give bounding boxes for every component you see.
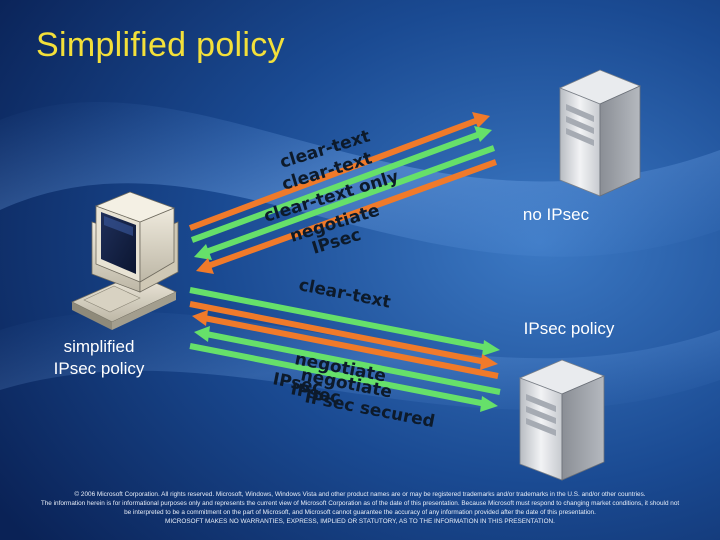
arrow-head-green-icon [194, 326, 210, 342]
server-top-icon [558, 69, 642, 197]
footer-line-4: MICROSOFT MAKES NO WARRANTIES, EXPRESS, … [165, 518, 555, 525]
client-label-line-2: IPsec policy [53, 359, 145, 378]
arrow-head-orange-icon [472, 112, 490, 128]
bottom-arrows [189, 287, 501, 412]
client-label: simplified IPsec policy [36, 336, 162, 380]
arrow-head-green-icon [482, 340, 500, 356]
slide-title: Simplified policy [36, 26, 285, 64]
arrow-head-green-icon [194, 244, 212, 260]
footer-line-3: be interpreted to be a commitment on the… [124, 509, 596, 516]
arrow-head-green-icon [480, 396, 498, 412]
server-bottom-label: IPsec policy [523, 319, 615, 338]
footer-line-1: © 2006 Microsoft Corporation. All rights… [74, 491, 646, 498]
server-top-label: no IPsec [522, 205, 590, 224]
legal-footer: © 2006 Microsoft Corporation. All rights… [0, 490, 720, 526]
arrow-head-orange-icon [196, 258, 214, 274]
arrow-head-orange-icon [480, 354, 498, 370]
server-bottom-icon [518, 359, 606, 481]
client-computer-icon [71, 191, 179, 330]
footer-line-2: The information herein is for informatio… [40, 500, 680, 507]
arrow-head-green-icon [474, 126, 492, 142]
top-arrows [188, 112, 498, 274]
client-label-line-1: simplified [63, 337, 135, 356]
arrow-head-orange-icon [192, 310, 208, 326]
